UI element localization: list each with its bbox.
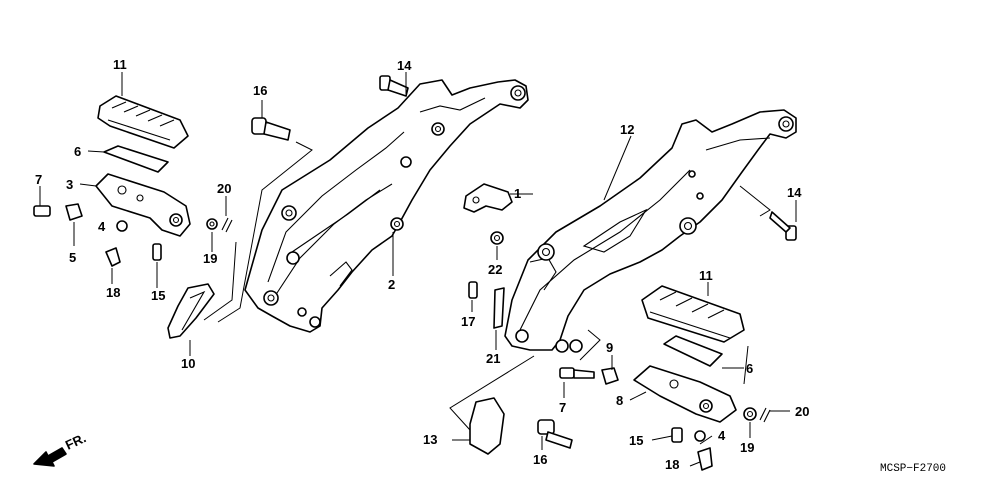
callout-19-left: 19 xyxy=(203,251,217,266)
diagram-code: MCSP−F2700 xyxy=(880,463,946,475)
callout-1: 1 xyxy=(514,186,521,201)
left-footrest-bracket-3 xyxy=(95,173,191,237)
left-plate-6 xyxy=(103,145,169,173)
callout-labels: 1 2 3 4 4 5 6 6 7 7 8 9 10 11 11 12 13 1… xyxy=(35,57,809,472)
right-step-guard-13 xyxy=(469,397,505,455)
callout-6-right: 6 xyxy=(746,361,753,376)
callout-11-right: 11 xyxy=(699,268,713,283)
callout-18-left: 18 xyxy=(106,285,120,300)
callout-18-right: 18 xyxy=(665,457,679,472)
front-direction-arrow: FR. xyxy=(33,430,88,467)
callout-20-left: 20 xyxy=(217,181,231,196)
clamp-1 xyxy=(463,183,513,213)
callout-19-right: 19 xyxy=(740,440,754,455)
callout-10: 10 xyxy=(181,356,195,371)
callout-12: 12 xyxy=(620,122,634,137)
right-footrest-bracket-8 xyxy=(633,365,737,423)
front-label: FR. xyxy=(63,430,88,452)
left-footrest-rubber-11 xyxy=(97,95,189,149)
callout-15-left: 15 xyxy=(151,288,165,303)
callout-9: 9 xyxy=(606,340,613,355)
callout-13: 13 xyxy=(423,432,437,447)
callout-14-left: 14 xyxy=(397,58,412,73)
callout-8: 8 xyxy=(616,393,623,408)
callout-3: 3 xyxy=(66,177,73,192)
callout-16-right: 16 xyxy=(533,452,547,467)
callout-15-right: 15 xyxy=(629,433,643,448)
callout-21: 21 xyxy=(486,351,500,366)
left-small-hardware xyxy=(33,75,505,329)
callout-11-left: 11 xyxy=(113,57,127,72)
callout-4-left: 4 xyxy=(98,219,106,234)
callout-6-left: 6 xyxy=(74,144,81,159)
left-step-holder-bracket xyxy=(244,79,529,333)
right-plate-6 xyxy=(663,335,723,367)
left-step-guard-10 xyxy=(167,283,215,339)
callout-4-right: 4 xyxy=(718,428,726,443)
callout-2: 2 xyxy=(388,277,395,292)
right-footrest-rubber-11 xyxy=(641,285,745,343)
right-small-hardware xyxy=(537,211,797,471)
callout-20-right: 20 xyxy=(795,404,809,419)
callout-17: 17 xyxy=(461,314,475,329)
right-step-holder-bracket xyxy=(504,109,797,353)
callout-5: 5 xyxy=(69,250,76,265)
callout-14-right: 14 xyxy=(787,185,802,200)
callout-16-left: 16 xyxy=(253,83,267,98)
callout-7-right: 7 xyxy=(559,400,566,415)
callout-7-left: 7 xyxy=(35,172,42,187)
callout-22: 22 xyxy=(488,262,502,277)
leader-lines xyxy=(39,72,797,467)
